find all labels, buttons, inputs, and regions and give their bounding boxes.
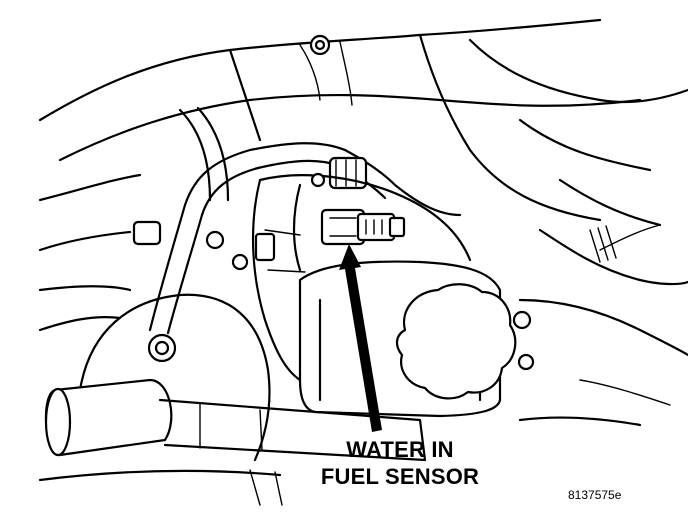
- lower-engine-lines: [38, 416, 642, 506]
- filler-cap: [395, 283, 517, 400]
- figure-id: 8137575e: [568, 488, 622, 502]
- callout-line-2: FUEL SENSOR: [320, 464, 480, 489]
- engine-background-contours: [38, 18, 688, 406]
- left-hoses: [38, 106, 230, 332]
- callout-label: WATER IN FUEL SENSOR: [300, 436, 500, 490]
- right-fittings: [512, 225, 617, 371]
- callout-arrow: [339, 244, 382, 432]
- hose-clamp: [328, 156, 368, 190]
- top-bolt: [309, 34, 331, 56]
- fuel-filter-housing: [251, 174, 472, 382]
- front-tube: [44, 378, 427, 462]
- callout-line-1: WATER IN: [346, 437, 454, 462]
- left-fittings: [132, 172, 326, 271]
- water-in-fuel-sensor: [320, 208, 406, 246]
